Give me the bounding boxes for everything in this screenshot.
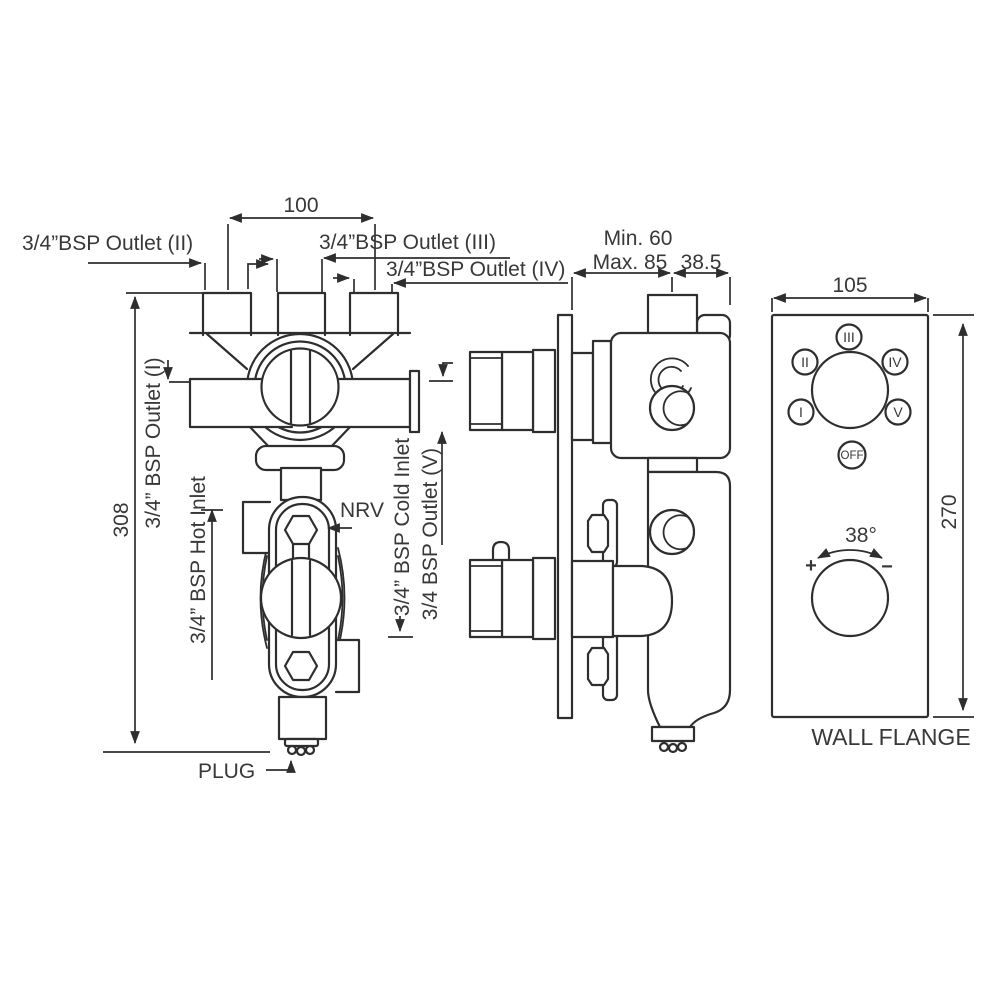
temp-cartridge-bulge — [611, 564, 674, 638]
position-iv-label: IV — [888, 354, 902, 370]
diverter-boss-face — [260, 347, 340, 427]
top-outlet-stub — [646, 293, 699, 339]
position-iii-marker — [835, 323, 863, 351]
temp-knob-face — [468, 558, 504, 639]
position-i-label: I — [799, 404, 803, 420]
diverter-knob-barrel — [500, 350, 535, 432]
position-v-label: V — [893, 404, 903, 420]
position-ii-marker — [791, 348, 819, 376]
side-channel-lip-right — [408, 369, 421, 434]
temperature-dial — [810, 558, 890, 638]
temperature-range-arc — [817, 548, 883, 559]
side-plug-body — [650, 725, 696, 743]
bottom-neck — [277, 695, 328, 741]
temperature-plus-sign: + — [805, 555, 817, 577]
diverter-knob-face — [468, 350, 504, 432]
leader-elbow-port-right — [438, 362, 453, 378]
top-port-outlet-iii — [276, 291, 327, 337]
label-plug: PLUG — [198, 760, 255, 783]
position-i-marker — [787, 398, 815, 426]
bottom-side-port-inner — [662, 514, 689, 551]
side-plug-bump-1 — [658, 741, 670, 753]
plug-bump-1 — [286, 744, 298, 756]
bottom-hex-plug — [283, 650, 319, 682]
top-body-step-2 — [591, 339, 613, 445]
dim-270-value: 270 — [938, 494, 961, 529]
position-off-label: OFF — [841, 450, 864, 462]
label-outlet-iv: 3/4”BSP Outlet (IV) — [386, 258, 565, 281]
top-body-step-1 — [570, 351, 595, 442]
side-plug-bump-3 — [676, 741, 688, 753]
diverter-knob-collar — [531, 348, 557, 434]
plug-bump-3 — [304, 744, 316, 756]
flange-plate-section — [556, 313, 574, 720]
label-outlet-v: 3/4 BSP Outlet (V) — [419, 448, 442, 620]
label-outlet-i: 3/4” BSP Outlet (I) — [142, 357, 165, 528]
position-v-marker — [884, 398, 912, 426]
body-connector — [646, 456, 699, 474]
dim-105-value: 105 — [832, 274, 867, 297]
stadium-bulge-right-outer — [337, 547, 346, 649]
hot-inlet-port — [241, 500, 272, 555]
housing-shoulder-left — [205, 332, 249, 371]
top-port-outlet-ii — [201, 291, 253, 337]
top-side-port-outer — [648, 384, 696, 432]
diverter-dial — [810, 350, 890, 430]
position-iii-label: III — [843, 329, 855, 345]
upper-hex-nut — [586, 513, 610, 554]
side-plug-bump-2 — [667, 742, 679, 754]
upper-neck — [279, 466, 323, 502]
label-outlet-ii: 3/4”BSP Outlet (II) — [22, 232, 193, 255]
lower-hex-nut — [586, 646, 610, 687]
stadium-bulge-right-inner — [337, 555, 344, 641]
housing-shoulder-right — [351, 332, 395, 371]
label-hot-inlet: 3/4” BSP Hot Inlet — [187, 476, 210, 644]
front-view-annotations: 3/4”BSP Outlet (II) 3/4”BSP Outlet (III)… — [22, 194, 568, 783]
bottom-side-port-outer — [648, 508, 696, 556]
dim-depth-min-value: Min. 60 — [604, 227, 673, 250]
wall-flange-caption: WALL FLANGE — [811, 724, 970, 750]
dim-depth-max-value: Max. 85 — [593, 251, 668, 274]
nrv-hex-plug — [283, 514, 319, 546]
cartridge-face — [259, 556, 343, 640]
housing-shelf — [254, 444, 346, 472]
position-off-marker — [837, 440, 867, 470]
top-port-outlet-iv — [348, 291, 400, 337]
temperature-minus-sign: − — [881, 556, 893, 578]
cold-side-step — [334, 638, 361, 694]
label-outlet-iii: 3/4”BSP Outlet (III) — [319, 231, 496, 254]
side-view-annotations: Min. 60 Max. 85 38.5 — [571, 227, 731, 310]
position-ii-label: II — [801, 354, 809, 370]
temp-knob-barrel — [500, 558, 535, 639]
plug-flange — [283, 737, 320, 748]
leader-elbow-port-a — [247, 259, 270, 289]
temp-override-button — [491, 540, 511, 563]
temp-knob-collar — [531, 556, 557, 641]
leader-plug — [266, 759, 296, 773]
side-view — [468, 293, 732, 754]
label-cold-inlet: 3/4” BSP Cold Inlet — [391, 438, 414, 616]
plug-bump-2 — [295, 745, 307, 757]
temperature-value: 38° — [845, 524, 877, 547]
wall-flange-view: III II IV I V OFF 38° + − 105 270 WALL F… — [770, 274, 974, 750]
front-view — [188, 291, 421, 757]
position-iv-marker — [881, 348, 909, 376]
dim-308-value: 308 — [110, 502, 133, 537]
dim-offset-value: 38.5 — [681, 251, 722, 274]
dim-100-value: 100 — [283, 194, 318, 217]
label-nrv: NRV — [340, 499, 384, 522]
temp-cartridge-collar — [570, 559, 615, 639]
top-side-port-inner — [662, 390, 689, 427]
